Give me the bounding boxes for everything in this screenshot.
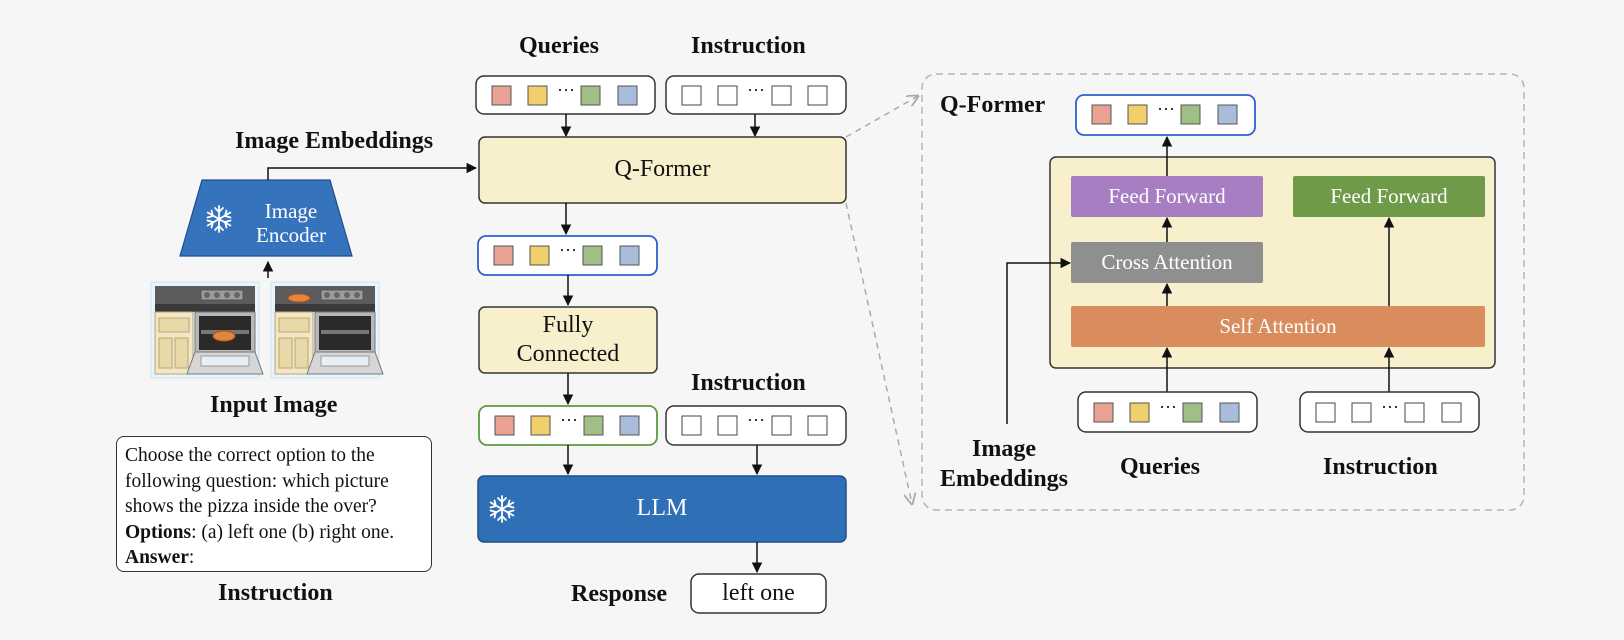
dots: ···	[1159, 397, 1177, 417]
response-box	[690, 573, 827, 614]
qformer-detail-output-tokens	[1075, 94, 1256, 136]
dots: ···	[560, 410, 578, 430]
fully-connected-label: Fully Connected	[516, 312, 620, 367]
image-encoder	[179, 179, 353, 257]
instruction-tokens	[665, 75, 847, 115]
input-image-label: Input Image	[210, 392, 338, 418]
feed-forward-right-block	[1293, 176, 1485, 217]
qformer-detail-image-embeddings-label: Image Embeddings	[939, 436, 1069, 492]
feed-forward-right-label: Feed Forward	[1330, 184, 1448, 209]
qformer-detail-instruction-tokens	[1299, 391, 1480, 433]
instruction-textbox: Choose the correct option to the followi…	[116, 436, 432, 572]
dots: ···	[1381, 397, 1399, 417]
instruction-line-1: Choose the correct option to the	[125, 445, 375, 466]
llm-label: LLM	[636, 495, 688, 522]
self-attention-block	[1071, 306, 1485, 347]
input-image	[150, 281, 384, 379]
qformer-block	[478, 136, 847, 204]
llm-instruction-tokens	[665, 405, 847, 446]
dots: ···	[557, 80, 575, 100]
qformer-detail-title: Q-Former	[940, 92, 1046, 118]
instruction-label-2: Instruction	[691, 370, 806, 396]
dots: ···	[559, 240, 577, 260]
image-embeddings-label: Image Embeddings	[235, 128, 434, 154]
dots: ···	[1157, 99, 1175, 119]
feed-forward-left-block	[1071, 176, 1263, 217]
qformer-detail-panel	[921, 73, 1525, 511]
options-label: Options	[125, 521, 192, 543]
instruction-label: Instruction	[691, 33, 806, 59]
dots: ···	[747, 410, 765, 430]
cross-attention-block	[1071, 242, 1263, 283]
instruction-options-line: Options: (a) left one (b) right one.	[125, 520, 423, 546]
image-encoder-label: Image Encoder	[256, 198, 326, 247]
response-value: left one	[722, 579, 795, 606]
cross-attention-label: Cross Attention	[1101, 250, 1233, 275]
qformer-detail-queries-tokens	[1077, 391, 1258, 433]
queries-label: Queries	[519, 33, 599, 59]
pizza-right	[287, 293, 311, 303]
feed-forward-left-label: Feed Forward	[1108, 184, 1226, 209]
options-text: : (a) left one (b) right one.	[191, 521, 395, 543]
answer-text: :	[188, 547, 195, 568]
instruction-line-2: following question: which picture	[125, 470, 389, 492]
llm-block	[477, 475, 847, 543]
dots: ···	[747, 80, 765, 100]
self-attention-label: Self Attention	[1219, 314, 1337, 339]
instruction-caption: Instruction	[218, 580, 333, 606]
pizza-left	[212, 330, 236, 342]
qformer-detail-instruction-label: Instruction	[1323, 454, 1438, 480]
qformer-detail-queries-label: Queries	[1120, 454, 1200, 480]
qformer-label: Q-Former	[614, 156, 711, 183]
instruction-answer-line: Answer:	[125, 545, 423, 571]
response-label: Response	[571, 581, 668, 607]
instruction-line-3: shows the pizza inside the over?	[125, 496, 377, 517]
answer-label: Answer	[125, 547, 189, 568]
